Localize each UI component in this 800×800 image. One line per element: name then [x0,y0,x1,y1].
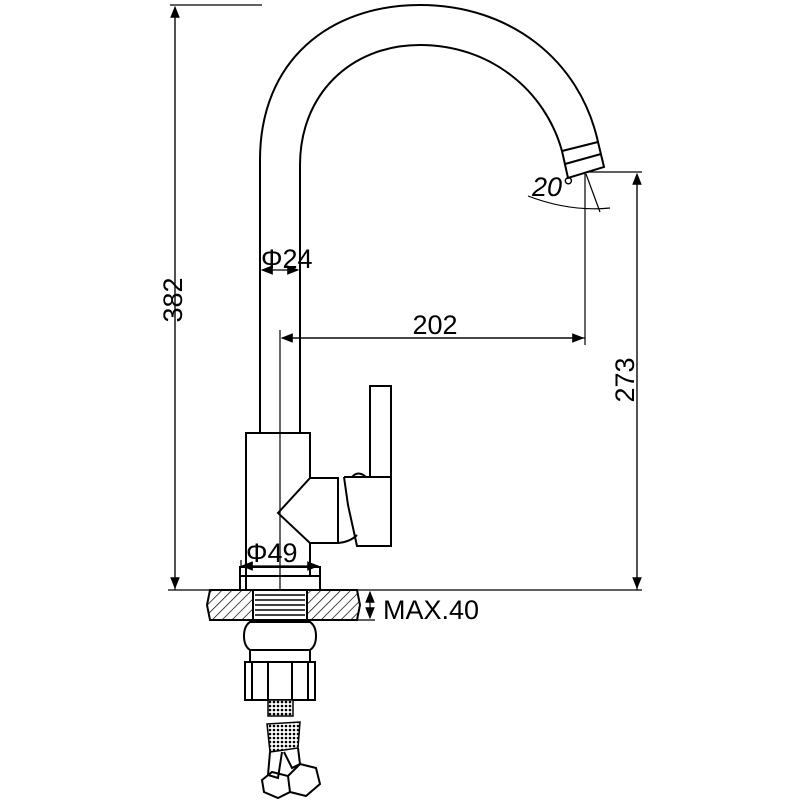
dimension-273: 273 [588,171,642,590]
spout [259,3,606,433]
dimension-382: 382 [158,4,262,590]
lever-handle [369,385,392,478]
dimension-202: 202 [280,172,586,345]
dimension-382-label: 382 [158,277,188,322]
dimension-max40: MAX.40 [357,590,479,625]
dimension-angle-label: 20° [531,172,573,202]
dimension-phi49-label: Φ49 [246,538,298,568]
dimension-angle-20: 20° [527,172,611,213]
dimension-phi24-label: Φ24 [261,244,313,274]
mounting-nut [242,621,318,701]
dimension-202-label: 202 [412,310,457,340]
braided-hoses [260,699,322,800]
dimension-max40-label: MAX.40 [383,595,479,625]
mounting-deck [205,589,362,621]
faucet-body [239,385,392,590]
dimension-phi49: Φ49 [240,538,320,571]
dimension-phi24: Φ24 [260,244,313,275]
dimension-273-label: 273 [610,357,640,402]
